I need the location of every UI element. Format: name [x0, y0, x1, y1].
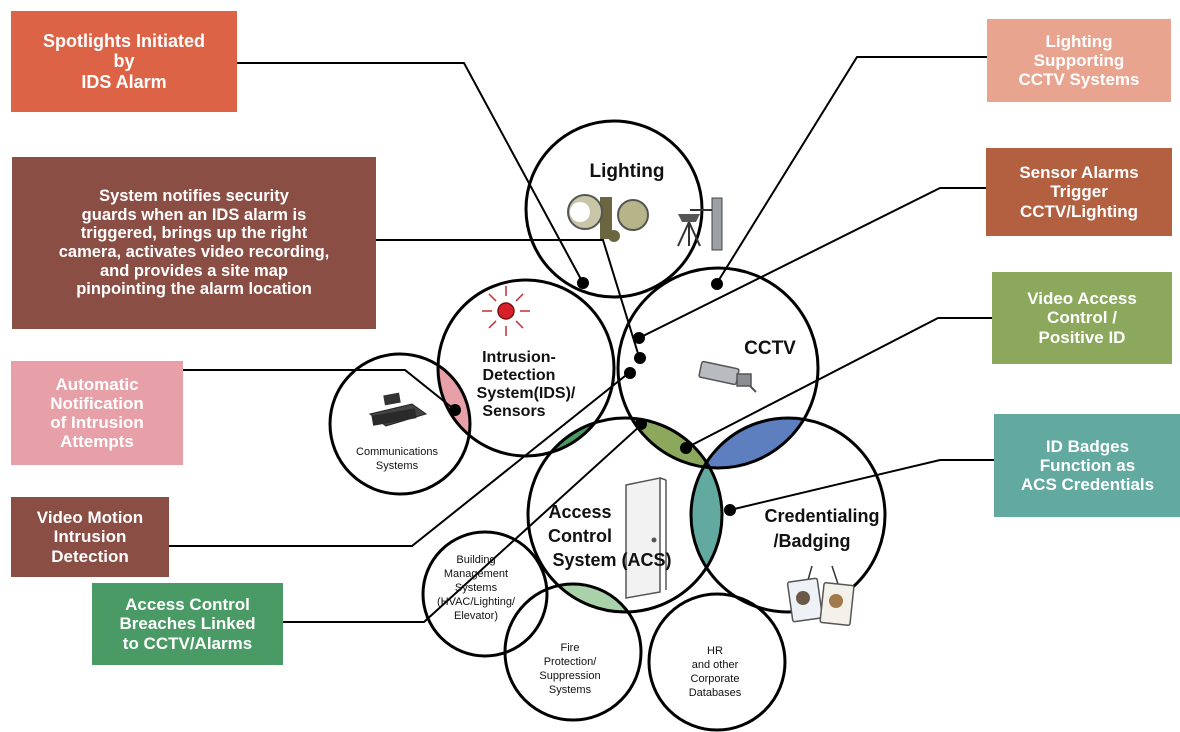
hr-label-line-4: Databases: [689, 687, 742, 699]
acs-label-line-3: System (ACS): [552, 550, 671, 570]
callout-lighting-supporting: Lighting Supporting CCTV Systems: [987, 19, 1171, 102]
fire-label-line-1: Fire: [561, 642, 580, 654]
dot-lighting-supporting: [711, 278, 723, 290]
leader-id-badges: [729, 459, 994, 511]
communications-label-line-2: Systems: [376, 460, 419, 472]
floodlight-icon: [567, 194, 649, 242]
fire-label-line-4: Systems: [549, 684, 592, 696]
fire-protection-label: Fire Protection/ Suppression Systems: [539, 642, 600, 696]
credentialing-circle: [689, 416, 887, 614]
ids-label: Intrusion- Detection System(IDS)/ Sensor…: [477, 349, 576, 420]
dot-video-motion: [624, 367, 636, 379]
dot-video-access: [680, 442, 692, 454]
leader-lighting-supporting: [716, 56, 987, 284]
hr-label-line-3: Corporate: [691, 673, 740, 685]
leader-video-access: [685, 317, 992, 449]
dot-sensor-alarms: [633, 332, 645, 344]
ids-label-line-4: Sensors: [482, 403, 545, 420]
radio-icon: [368, 392, 428, 427]
building-management-label: Building Management Systems (HVAC/Lighti…: [437, 554, 516, 622]
building-label-line-1: Building: [456, 554, 495, 566]
leader-system-notifies: [376, 239, 641, 361]
credentialing-label-line-2: /Badging: [774, 531, 851, 551]
hr-label-line-1: HR: [707, 645, 723, 657]
acs-label-line-1: Access: [548, 502, 611, 522]
callout-access-breaches: Access Control Breaches Linked to CCTV/A…: [92, 583, 283, 665]
building-management-circle: [421, 530, 549, 658]
acs-circle: [526, 416, 724, 614]
light-pole-icon: [677, 197, 723, 251]
lighting-circle: [524, 119, 704, 299]
callout-automatic-notification: Automatic Notification of Intrusion Atte…: [11, 361, 183, 465]
fire-label-line-2: Protection/: [544, 656, 598, 668]
fire-label-line-3: Suppression: [539, 670, 600, 682]
building-label-line-5: Elevator): [454, 610, 498, 622]
leader-video-motion: [169, 371, 631, 547]
callout-id-badges: ID Badges Function as ACS Credentials: [994, 414, 1180, 517]
leader-automatic-notification: [183, 369, 456, 411]
lighting-label: Lighting: [590, 161, 665, 182]
dot-access-breaches: [635, 418, 647, 430]
callout-video-motion: Video Motion Intrusion Detection: [11, 497, 169, 577]
door-icon: [625, 477, 667, 599]
dot-automatic-notification: [449, 404, 461, 416]
building-label-line-3: Systems: [455, 582, 498, 594]
cctv-label: CCTV: [744, 338, 796, 359]
callout-spotlights-initiated: Spotlights Initiated by IDS Alarm: [11, 11, 237, 112]
callout-system-notifies: System notifies security guards when an …: [12, 157, 376, 329]
credentialing-label: Credentialing /Badging: [764, 506, 879, 551]
communications-label-line-1: Communications: [356, 446, 438, 458]
building-label-line-4: (HVAC/Lighting/: [437, 596, 516, 608]
dot-system-notifies: [634, 352, 646, 364]
leader-access-breaches: [283, 424, 642, 623]
cctv-circle: [616, 266, 820, 470]
id-badge-icon: [786, 565, 855, 627]
credentialing-label-line-1: Credentialing: [764, 506, 879, 526]
communications-label: Communications Systems: [356, 446, 438, 472]
ids-label-line-3: System(IDS)/: [477, 385, 576, 402]
dot-spotlights: [577, 277, 589, 289]
dot-id-badges: [724, 504, 736, 516]
acs-label: Access Control System (ACS): [548, 502, 672, 570]
ids-label-line-2: Detection: [483, 367, 556, 384]
ids-label-line-1: Intrusion-: [482, 349, 556, 366]
cctv-camera-icon: [698, 360, 757, 393]
alarm-light-icon: [482, 286, 530, 336]
fire-protection-circle: [503, 582, 643, 722]
leader-spotlights: [237, 62, 584, 284]
hr-databases-circle: [647, 592, 787, 732]
building-label-line-2: Management: [444, 568, 508, 580]
hr-databases-label: HR and other Corporate Databases: [689, 645, 742, 699]
callout-sensor-alarms: Sensor Alarms Trigger CCTV/Lighting: [986, 148, 1172, 236]
callout-video-access: Video Access Control / Positive ID: [992, 272, 1172, 364]
communications-circle: [328, 352, 472, 496]
hr-label-line-2: and other: [692, 659, 739, 671]
leader-sensor-alarms: [638, 187, 986, 339]
acs-label-line-2: Control: [548, 526, 612, 546]
